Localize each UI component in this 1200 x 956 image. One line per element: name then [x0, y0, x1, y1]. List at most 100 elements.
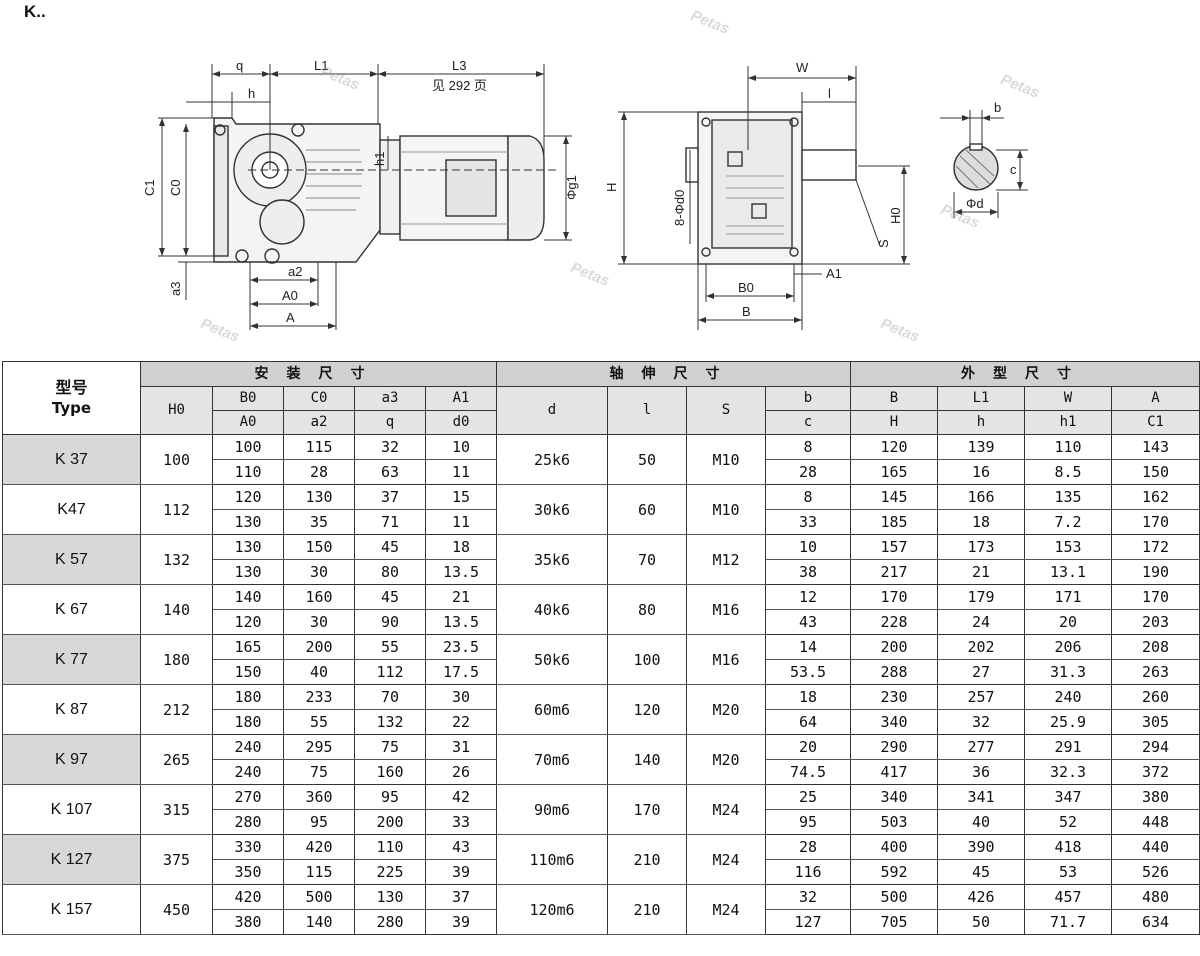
cell-b0: 140 [212, 584, 284, 610]
cell-b-outline: 170 [850, 584, 939, 610]
dim-label-c0: C0 [168, 179, 183, 196]
cell-q: 200 [354, 809, 426, 835]
dim-label-a3: a3 [168, 282, 183, 296]
cell-h-small: 16 [937, 459, 1026, 485]
cell-l: 50 [607, 434, 688, 485]
model-type-cell: K 107 [2, 784, 141, 835]
cell-d0: 22 [424, 709, 498, 735]
cell-c: 53.5 [765, 659, 852, 685]
cell-l1: 426 [937, 884, 1026, 910]
cell-h1: 8.5 [1024, 459, 1113, 485]
cell-a0: 150 [212, 659, 284, 685]
cell-a0: 350 [212, 859, 284, 885]
cell-h-small: 21 [937, 559, 1026, 585]
cell-a0: 240 [212, 759, 284, 785]
cell-d: 50k6 [496, 634, 609, 685]
cell-d0: 11 [424, 459, 498, 485]
cell-d0: 33 [424, 809, 498, 835]
cell-h-small: 32 [937, 709, 1026, 735]
cell-a1: 10 [424, 434, 498, 460]
cell-c0: 160 [283, 584, 355, 610]
cell-a2: 30 [283, 559, 355, 585]
side-view-drawing [158, 64, 572, 330]
cell-c0: 233 [283, 684, 355, 710]
cell-a: 480 [1111, 884, 1200, 910]
col-header-w: W [1024, 386, 1113, 411]
dim-label-c1: C1 [142, 179, 157, 196]
cell-h-small: 50 [937, 909, 1026, 935]
model-type-cell: K 57 [2, 534, 141, 585]
dim-label-h0: H0 [888, 207, 903, 224]
cell-h: 228 [850, 609, 939, 635]
cell-h-small: 24 [937, 609, 1026, 635]
cell-d: 30k6 [496, 484, 609, 535]
cell-q: 71 [354, 509, 426, 535]
cell-a2: 55 [283, 709, 355, 735]
cell-c0: 295 [283, 734, 355, 760]
cell-h-small: 27 [937, 659, 1026, 685]
cell-c: 28 [765, 459, 852, 485]
col-header-a0: A0 [212, 410, 284, 435]
cell-a3: 55 [354, 634, 426, 660]
col-header-a2: a2 [283, 410, 355, 435]
cell-a: 380 [1111, 784, 1200, 810]
cell-a2: 115 [283, 859, 355, 885]
cell-l: 210 [607, 884, 688, 935]
cell-s: M12 [686, 534, 767, 585]
cell-a0: 280 [212, 809, 284, 835]
cell-s: M16 [686, 634, 767, 685]
cell-b0: 270 [212, 784, 284, 810]
cell-a2: 40 [283, 659, 355, 685]
cell-c0: 130 [283, 484, 355, 510]
cell-s: M16 [686, 584, 767, 635]
front-view-labels: W l H 8-Φd0 S H0 A1 B0 B [604, 60, 903, 319]
cell-b0: 420 [212, 884, 284, 910]
dim-label-b-key: b [994, 100, 1001, 115]
cell-w: 291 [1024, 734, 1113, 760]
technical-drawings: q L1 L3 见 292 页 h h1 C1 C0 Φg1 a3 a2 A0 … [142, 58, 1028, 330]
cell-a2: 140 [283, 909, 355, 935]
dimension-table: 型号 Type 安装尺寸 轴伸尺寸 外型尺寸 H0 B0 C0 a3 A1 d … [2, 361, 1200, 935]
cell-d0: 11 [424, 509, 498, 535]
cell-c: 33 [765, 509, 852, 535]
cell-l: 210 [607, 834, 688, 885]
page-reference-label: 见 292 页 [432, 78, 487, 93]
cell-a3: 95 [354, 784, 426, 810]
cell-b0: 130 [212, 534, 284, 560]
col-header-q: q [354, 410, 426, 435]
cell-a1: 15 [424, 484, 498, 510]
cell-a1: 37 [424, 884, 498, 910]
cell-d0: 26 [424, 759, 498, 785]
cell-q: 132 [354, 709, 426, 735]
cell-w: 135 [1024, 484, 1113, 510]
dim-label-d-shaft: Φd [966, 196, 984, 211]
cell-a3: 110 [354, 834, 426, 860]
cell-a: 208 [1111, 634, 1200, 660]
dim-label-a: A [286, 310, 295, 325]
cell-h0: 140 [140, 584, 213, 635]
cell-h1: 31.3 [1024, 659, 1113, 685]
cell-a1: 30 [424, 684, 498, 710]
cell-q: 280 [354, 909, 426, 935]
cell-s: M24 [686, 884, 767, 935]
cell-h0: 315 [140, 784, 213, 835]
cell-b: 20 [765, 734, 852, 760]
cell-a0: 380 [212, 909, 284, 935]
cell-a: 162 [1111, 484, 1200, 510]
cell-h1: 13.1 [1024, 559, 1113, 585]
cell-s: M24 [686, 834, 767, 885]
dim-label-a1: A1 [826, 266, 842, 281]
dim-label-g1: Φg1 [564, 175, 579, 200]
cell-c1: 150 [1111, 459, 1200, 485]
cell-h: 503 [850, 809, 939, 835]
cell-q: 90 [354, 609, 426, 635]
cell-l: 80 [607, 584, 688, 635]
cell-h1: 53 [1024, 859, 1113, 885]
